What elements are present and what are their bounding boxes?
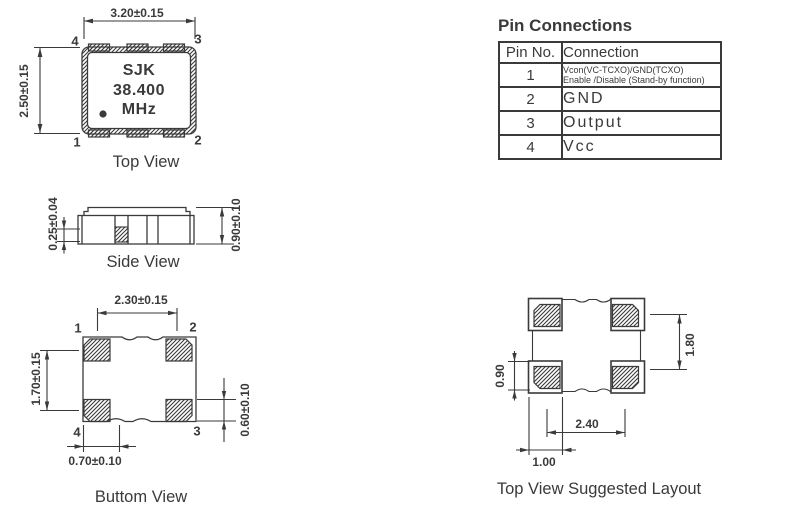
pin-connections-table: Pin No. Connection 1 Vcon(VC-TCXO)/GND(T… (498, 41, 722, 160)
top-view-drawing (34, 17, 197, 138)
pin1-marker-dot (99, 110, 107, 118)
pin2-connection: GND (561, 86, 722, 112)
bottom-view-pitch-x-dim: 2.30±0.15 (114, 293, 168, 307)
bottom-view-pin3-label: 3 (193, 423, 201, 439)
table-row: 4 Vcc (498, 134, 722, 160)
top-view-pin4-label: 4 (71, 33, 79, 49)
top-view-height-dim: 2.50±0.15 (17, 64, 31, 118)
top-view-pin1-label: 1 (73, 134, 81, 150)
bottom-view-pad-height-dim: 0.60±0.10 (238, 383, 252, 437)
pin3-connection: Output (561, 110, 722, 136)
top-view-pin3-label: 3 (194, 31, 202, 47)
pin1-connection-note: Enable /Disable (Stand-by function) (563, 75, 705, 85)
bottom-view-pad-width-dim: 0.70±0.10 (68, 454, 122, 468)
pin-number-cell: 4 (498, 134, 563, 160)
pin-no-header: Pin No. (498, 41, 563, 64)
chip-marking-brand: SJK (122, 62, 156, 79)
bottom-view-pitch-y-dim: 1.70±0.15 (29, 352, 43, 406)
bottom-view-pin1-label: 1 (74, 320, 82, 336)
chip-marking-frequency: 38.400 (113, 82, 165, 99)
table-row: 3 Output (498, 110, 722, 136)
pin1-connection: Vcon(VC-TCXO)/GND(TCXO) (563, 64, 684, 75)
chip-marking-unit: MHz (121, 101, 157, 118)
pin-number-cell: 3 (498, 110, 563, 136)
bottom-view-drawing (40, 308, 236, 452)
top-view-caption: Top View (112, 152, 180, 171)
pin4-connection: Vcc (561, 134, 722, 160)
side-view-drawing (57, 206, 234, 254)
pin-connections-title: Pin Connections (498, 16, 633, 35)
bottom-view-pin2-label: 2 (189, 319, 197, 335)
layout-view-drawing (508, 297, 687, 455)
layout-pad-width-dim: 1.00 (532, 455, 556, 469)
pin-number-cell: 2 (498, 86, 563, 112)
side-view-pad-thickness-dim: 0.25±0.04 (46, 197, 60, 251)
layout-view-caption: Top View Suggested Layout (496, 479, 702, 498)
table-row: 1 Vcon(VC-TCXO)/GND(TCXO) Enable /Disabl… (498, 62, 722, 88)
layout-pitch-x-dim: 2.40 (575, 417, 599, 431)
layout-pad-height-dim: 0.90 (493, 364, 507, 388)
side-view-height-dim: 0.90±0.10 (229, 198, 243, 252)
bottom-view-pin4-label: 4 (73, 424, 81, 440)
connection-header: Connection (561, 41, 722, 64)
layout-pitch-y-dim: 1.80 (683, 333, 697, 357)
top-view-width-dim: 3.20±0.15 (110, 6, 164, 20)
pin-number-cell: 1 (498, 62, 563, 88)
top-view-pin2-label: 2 (194, 132, 202, 148)
bottom-view-caption: Buttom View (94, 487, 188, 506)
table-row: 2 GND (498, 86, 722, 112)
side-view-caption: Side View (106, 252, 180, 271)
